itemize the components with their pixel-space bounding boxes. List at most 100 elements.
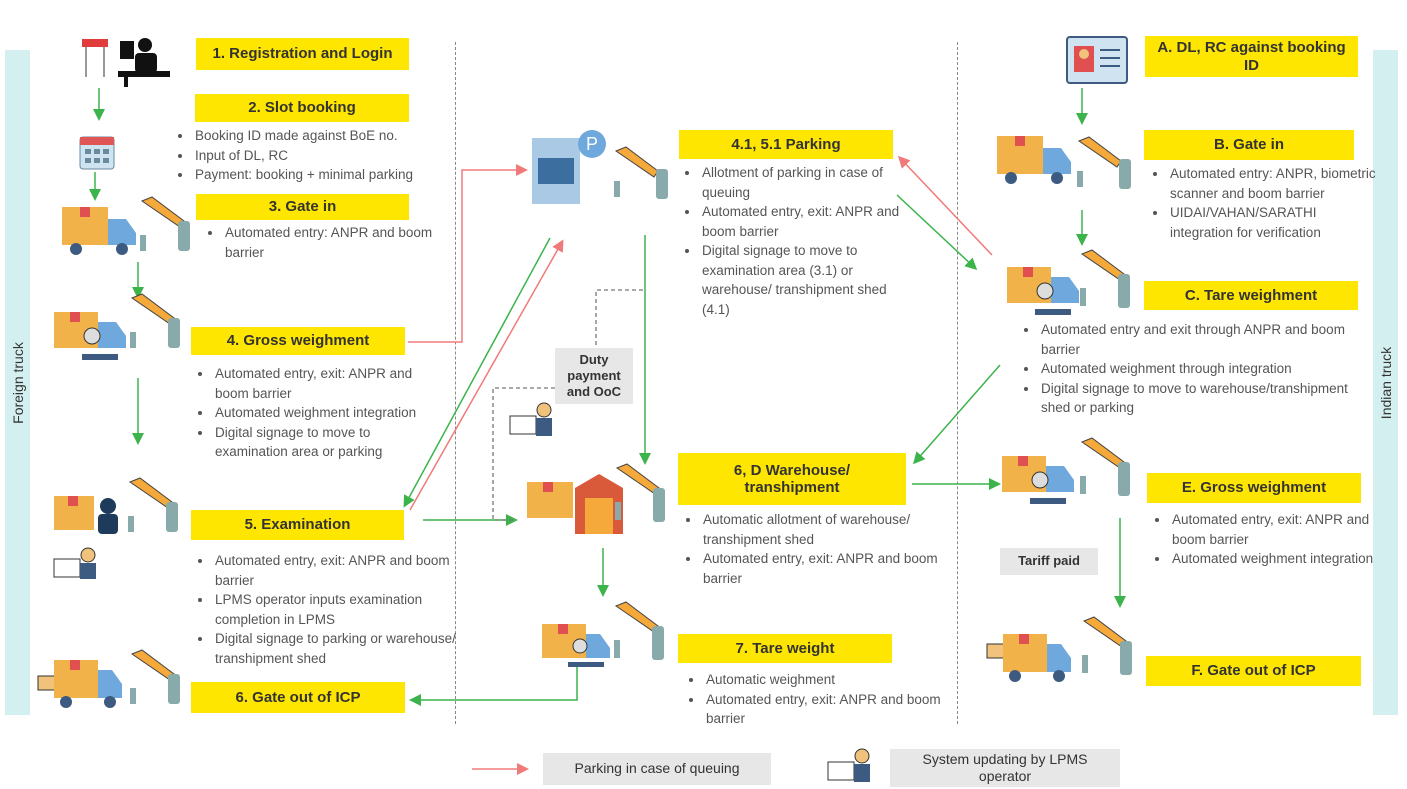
weighbridge-truck-icon <box>54 312 126 360</box>
legend-lpms: System updating by LPMS operator <box>890 749 1120 787</box>
tare-truck-icon <box>542 624 610 667</box>
legend-lpms-label: System updating by LPMS operator <box>922 750 1088 785</box>
list-item: Automated entry, exit: ANPR and boom bar… <box>700 202 915 241</box>
weighbridge-truck-icon <box>1007 267 1079 315</box>
boom-barrier-icon <box>130 293 180 348</box>
step-5-box: 5. Examination <box>191 510 404 540</box>
duty-dashed-connector-2 <box>492 387 555 521</box>
boom-barrier-icon <box>128 477 178 532</box>
duty-dashed-connector-1 <box>595 289 645 345</box>
list-item: Automated entry and exit through ANPR an… <box>1039 320 1379 359</box>
id-card-icon <box>1066 36 1128 84</box>
arrow-parking-C <box>896 194 978 271</box>
list-item: Automated entry, exit: ANPR and boom bar… <box>213 551 473 590</box>
parking-bullets: Allotment of parking in case of queuing … <box>680 163 915 319</box>
step-1-box: 1. Registration and Login <box>196 38 409 70</box>
tare-weight-bullets: Automatic weighment Automated entry, exi… <box>684 670 964 729</box>
legend-lpms-operator-icon <box>827 748 870 782</box>
step-c-label: C. Tare weighment <box>1184 286 1318 304</box>
foreign-truck-band: Foreign truck <box>5 50 30 715</box>
boom-barrier-icon <box>140 196 190 251</box>
list-item: Payment: booking + minimal parking <box>193 165 483 185</box>
legend-parking-queue: Parking in case of queuing <box>543 753 771 785</box>
step-3-label: 3. Gate in <box>268 198 337 216</box>
indian-truck-band: Indian truck <box>1373 50 1398 715</box>
list-item: Automated weighment integration <box>213 403 438 423</box>
list-item: Automated entry, exit: ANPR and boom bar… <box>701 549 966 588</box>
lpms-operator-icon <box>509 402 552 436</box>
parking-box: 4.1, 5.1 Parking <box>679 130 893 159</box>
divider-right <box>957 42 958 724</box>
step-5-bullets: Automated entry, exit: ANPR and boom bar… <box>193 551 473 668</box>
tariff-paid-badge: Tariff paid <box>1000 548 1098 575</box>
step-c-box: C. Tare weighment <box>1144 281 1358 310</box>
step-5-label: 5. Examination <box>244 516 351 534</box>
list-item: Automatic weighment <box>704 670 964 690</box>
list-item: Automated weighment integration <box>1170 549 1400 569</box>
list-item: Digital signage to parking or warehouse/… <box>213 629 473 668</box>
step-e-box: E. Gross weighment <box>1147 473 1361 503</box>
list-item: UIDAI/VAHAN/SARATHI integration for veri… <box>1168 203 1383 242</box>
boom-barrier-icon <box>130 649 180 704</box>
step-3-box: 3. Gate in <box>196 194 409 220</box>
divider-left <box>455 42 456 724</box>
step-6-box: 6. Gate out of ICP <box>191 682 405 713</box>
step-e-bullets: Automated entry, exit: ANPR and boom bar… <box>1150 510 1400 569</box>
arrow-C-parking <box>897 155 993 256</box>
step-3-bullets: Automated entry: ANPR and boom barrier <box>203 223 463 262</box>
step-2-bullets: Booking ID made against BoE no. Input of… <box>173 126 483 185</box>
step-f-box: F. Gate out of ICP <box>1146 656 1361 686</box>
list-item: Digital signage to move to examination a… <box>213 423 438 462</box>
step-4-label: 4. Gross weighment <box>226 332 370 350</box>
calendar-icon <box>79 136 115 170</box>
list-item: Input of DL, RC <box>193 146 483 166</box>
arrow-C-warehouse <box>913 364 1001 465</box>
list-item: Booking ID made against BoE no. <box>193 126 483 146</box>
lpms-operator-icon <box>53 547 96 579</box>
step-2-label: 2. Slot booking <box>248 99 356 117</box>
warehouse-box: 6, D Warehouse/ transhipment <box>678 453 906 505</box>
step-b-label: B. Gate in <box>1213 136 1284 154</box>
step-4-bullets: Automated entry, exit: ANPR and boom bar… <box>193 364 438 462</box>
step-1-label: 1. Registration and Login <box>212 45 393 63</box>
arrow-5-parking <box>409 239 564 511</box>
legend-parking-queue-label: Parking in case of queuing <box>574 760 740 777</box>
registration-icon <box>82 38 170 87</box>
step-a-box: A. DL, RC against booking ID <box>1145 36 1358 77</box>
tariff-paid-label: Tariff paid <box>1018 553 1080 569</box>
list-item: Automated weighment through integration <box>1039 359 1379 379</box>
list-item: Digital signage to move to warehouse/tra… <box>1039 379 1379 418</box>
boom-barrier-icon <box>614 146 668 199</box>
boom-barrier-icon <box>1080 437 1130 496</box>
gate-out-truck-icon <box>986 634 1071 682</box>
list-item: Allotment of parking in case of queuing <box>700 163 915 202</box>
list-item: Automated entry: ANPR and boom barrier <box>223 223 463 262</box>
arrow-4-parking <box>408 164 528 343</box>
boom-barrier-icon <box>615 463 665 522</box>
arrow-tare-gateout <box>409 664 578 706</box>
step-2-box: 2. Slot booking <box>195 94 409 122</box>
step-b-box: B. Gate in <box>1144 130 1354 160</box>
step-b-bullets: Automated entry: ANPR, biometric scanner… <box>1148 164 1383 242</box>
duty-payment-box: Duty payment and OoC <box>555 348 633 404</box>
duty-payment-label: Duty payment and OoC <box>566 351 622 400</box>
warehouse-label: 6, D Warehouse/ transhipment <box>733 461 851 496</box>
parking-label: 4.1, 5.1 Parking <box>731 135 841 153</box>
list-item: Digital signage to move to examination a… <box>700 241 915 319</box>
step-c-bullets: Automated entry and exit through ANPR an… <box>1019 320 1379 418</box>
parking-icon: P <box>532 130 606 204</box>
boom-barrier-icon <box>1080 249 1130 308</box>
arrow-parking-to-5 <box>403 237 551 508</box>
warehouse-bullets: Automatic allotment of warehouse/ transh… <box>681 510 966 588</box>
boom-barrier-icon <box>1082 616 1132 675</box>
list-item: Automated entry, exit: ANPR and boom bar… <box>704 690 964 729</box>
tare-weight-label: 7. Tare weight <box>735 639 835 657</box>
step-6-label: 6. Gate out of ICP <box>235 688 361 706</box>
truck-icon <box>62 207 136 255</box>
step-e-label: E. Gross weighment <box>1181 479 1327 497</box>
gate-out-truck-icon <box>37 660 122 708</box>
list-item: LPMS operator inputs examination complet… <box>213 590 473 629</box>
examination-truck-icon <box>54 496 118 534</box>
svg-text:P: P <box>586 134 598 154</box>
